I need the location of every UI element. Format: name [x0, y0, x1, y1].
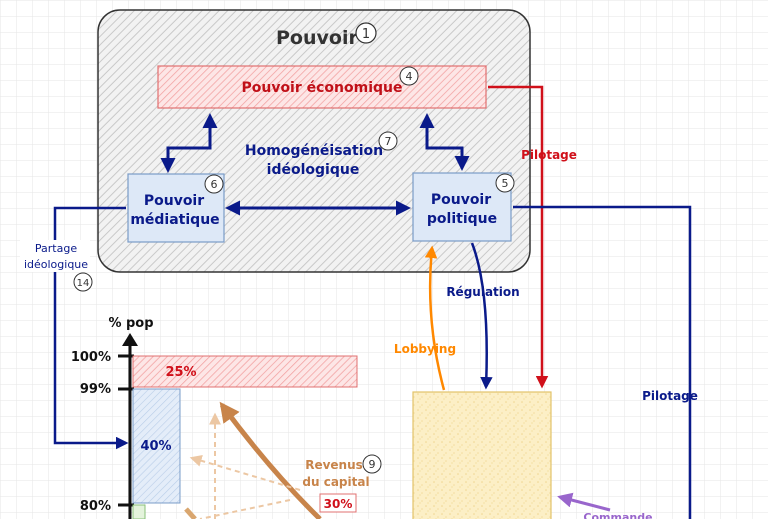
partage-line2: idéologique: [24, 258, 88, 271]
economic-num-circle: [399, 66, 419, 86]
arrow-commande: [557, 492, 611, 512]
revenus-line2: du capital: [302, 475, 369, 489]
arrow-political-economic: [419, 113, 470, 171]
homog-num-circle: [378, 131, 398, 151]
homog-line1: Homogénéisation: [245, 143, 383, 159]
bar-top-label: 25%: [165, 365, 196, 380]
y-axis-label: % pop: [108, 316, 153, 331]
arrow-media-economic: [160, 113, 218, 173]
revenus-num: 9: [369, 458, 376, 471]
political-num: 5: [502, 177, 509, 190]
capital-arrow-main: [219, 401, 322, 519]
capital-arrow-dashed-3: [199, 499, 291, 519]
political-power-line1: Pouvoir: [431, 192, 491, 208]
revenus-pct-box: [319, 493, 357, 513]
capital-arrow-dashed-2: [189, 454, 301, 491]
tick-label-100: 100%: [71, 350, 111, 365]
arrow-partage: [53, 206, 129, 450]
economic-power-box: [157, 65, 487, 109]
partage-num: 14: [77, 278, 90, 289]
media-power-line1: Pouvoir: [144, 193, 204, 209]
bar-mid-19pct: [132, 388, 181, 504]
pilotage-navy-label: Pilotage: [642, 389, 698, 403]
tick-label-80: 80%: [80, 499, 111, 514]
regulation-label: Régulation: [446, 285, 519, 299]
tick-label-99: 99%: [80, 382, 111, 397]
media-power-line2: médiatique: [130, 212, 219, 228]
bar-mid-label: 40%: [140, 439, 171, 454]
lobbying-label: Lobbying: [394, 342, 456, 356]
yellow-box: [412, 391, 552, 519]
arrow-lobbying: [424, 245, 446, 391]
political-power-box: [412, 172, 512, 242]
revenus-line1: Revenus: [305, 458, 363, 472]
partage-num-circle: [73, 272, 93, 292]
partage-line1: Partage: [35, 242, 77, 255]
revenus-num-circle: [362, 454, 382, 474]
homog-line2: idéologique: [267, 162, 360, 178]
capital-arrow-small: [184, 507, 197, 519]
pilotage-red-label: Pilotage: [521, 148, 577, 162]
political-power-line2: politique: [427, 211, 497, 227]
bar-top-1pct: [132, 355, 358, 388]
homog-num: 7: [385, 135, 392, 148]
bar-bottom-sliver: [132, 504, 146, 519]
revenus-pct: 30%: [324, 497, 353, 511]
arrow-regulation: [470, 242, 493, 390]
y-axis-arrowhead: [122, 333, 138, 346]
media-num: 6: [211, 178, 218, 191]
arrow-pilotage-navy: [513, 205, 692, 519]
power-title: Pouvoir: [276, 27, 358, 49]
economic-power-label: Pouvoir économique: [241, 80, 402, 96]
commande-label: Commande: [583, 511, 652, 519]
arrow-pilotage-red: [488, 85, 549, 389]
power-num: 1: [362, 27, 370, 42]
power-num-circle: [355, 22, 377, 44]
economic-num: 4: [406, 70, 413, 83]
media-num-circle: [204, 174, 224, 194]
political-num-circle: [495, 173, 515, 193]
